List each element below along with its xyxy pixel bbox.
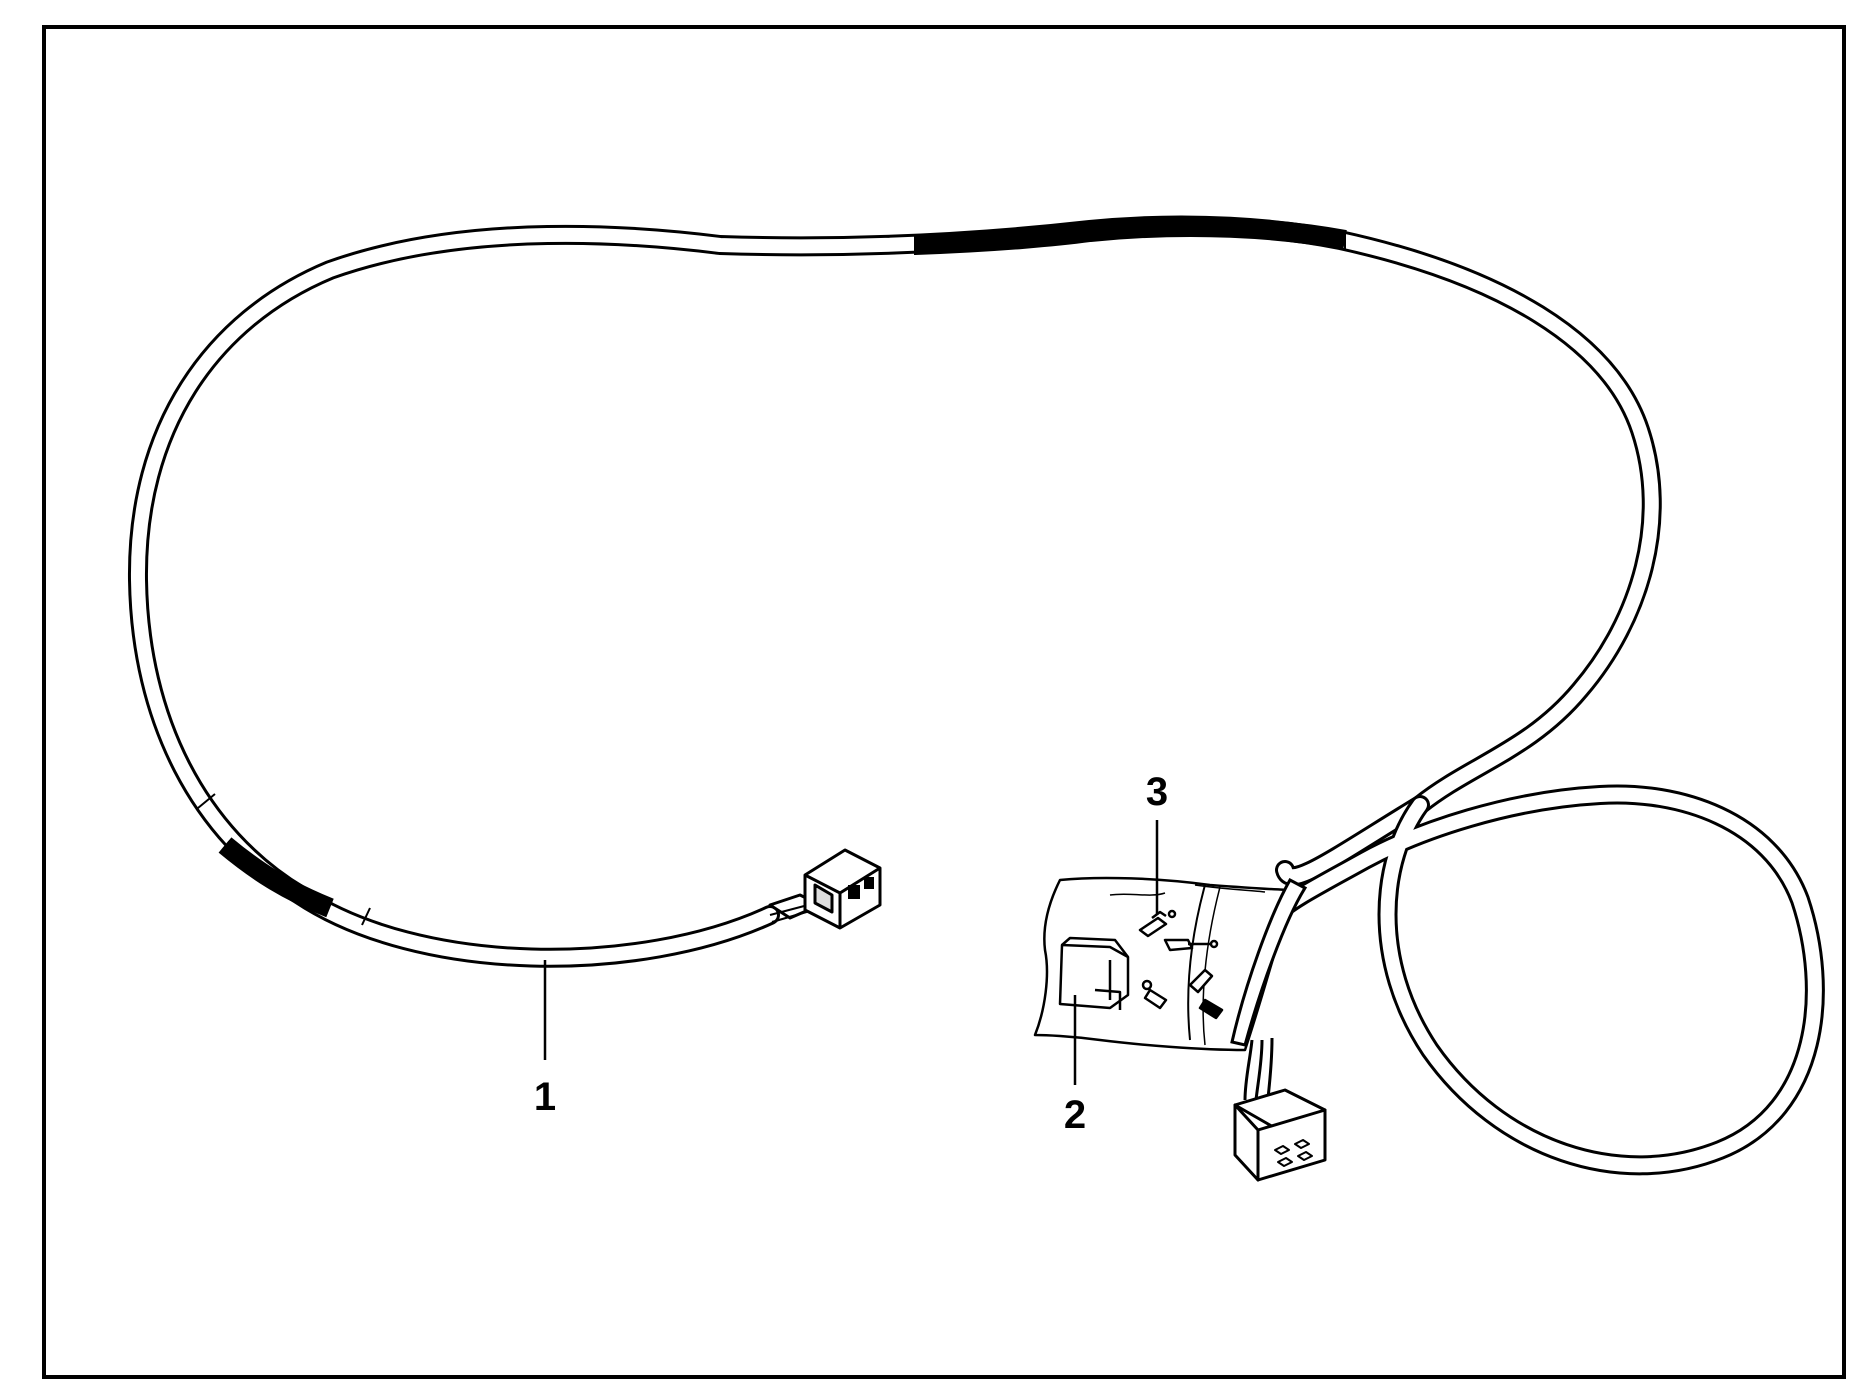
connector-wire-tails [1243, 1037, 1274, 1101]
callout-1: 1 [534, 1075, 556, 1119]
parts-bag [1033, 876, 1297, 1052]
harness-connector-right [1233, 1088, 1327, 1182]
harness-connector-left [768, 848, 882, 930]
cable-wrap-lower-left [197, 793, 371, 926]
callout-leaders [543, 820, 1159, 1085]
cable-wrap-top [914, 216, 1347, 255]
callout-2: 2 [1064, 1093, 1086, 1137]
drawing-frame [42, 25, 1846, 1379]
callout-3: 3 [1146, 770, 1168, 814]
cable-sleeve-right [1230, 877, 1308, 1047]
wiring-harness-cable [127, 215, 1825, 1176]
